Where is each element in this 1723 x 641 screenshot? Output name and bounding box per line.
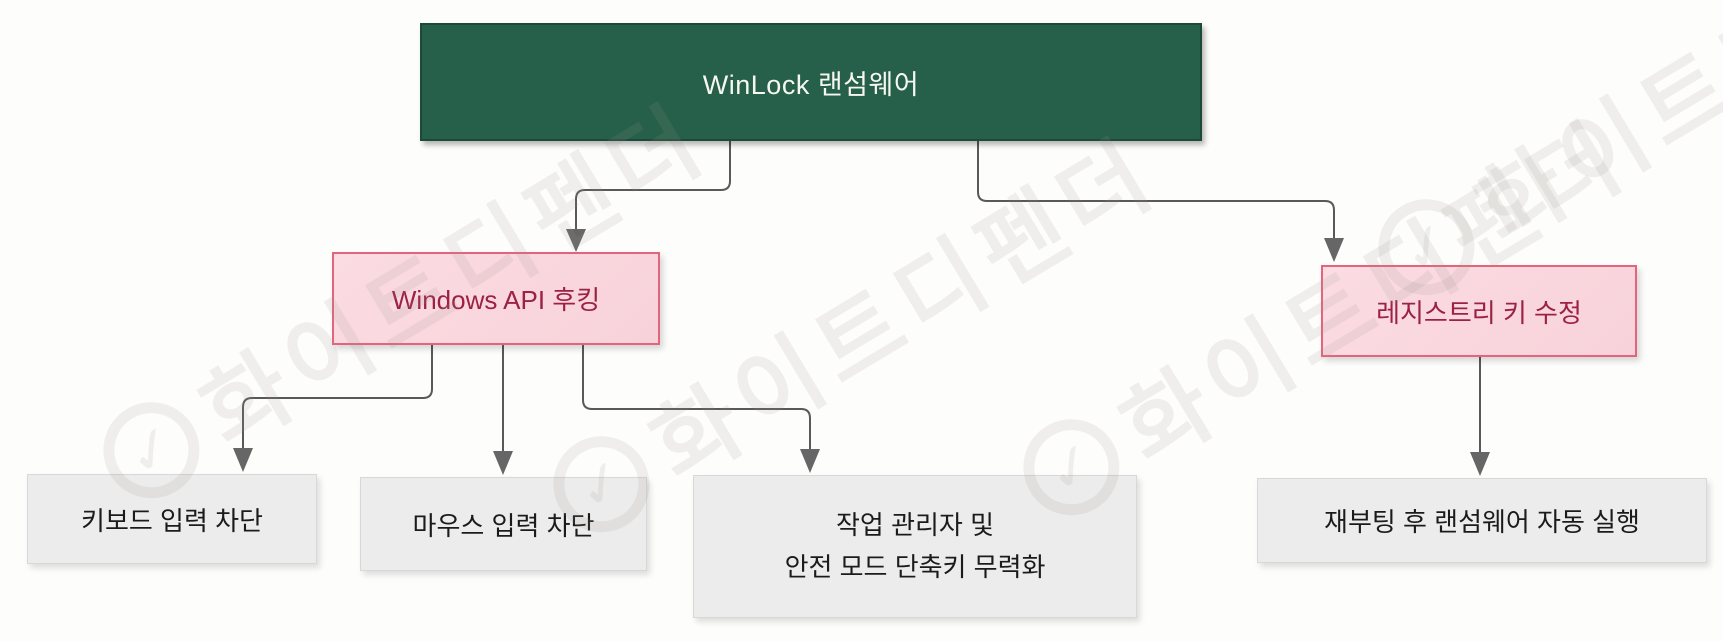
arrowhead-mouse [493, 451, 513, 475]
node-windows-api-hooking: Windows API 후킹 [332, 252, 660, 345]
node-windows-api-hooking-label: Windows API 후킹 [391, 285, 601, 315]
arrowhead-taskmgr [800, 449, 820, 473]
arrowhead-api-hooking [566, 229, 586, 252]
arrowhead-reboot [1470, 452, 1490, 476]
node-mouse-input-block: 마우스 입력 차단 [360, 477, 647, 571]
node-keyboard-input-block: 키보드 입력 차단 [27, 474, 317, 564]
arrowhead-registry [1324, 238, 1344, 262]
node-taskmgr-safemode-disable: 작업 관리자 및 안전 모드 단축키 무력화 [693, 475, 1137, 618]
node-keyboard-input-block-label: 키보드 입력 차단 [81, 505, 263, 536]
node-taskmgr-safemode-disable-line1: 작업 관리자 및 [836, 509, 994, 540]
arrowhead-keyboard [233, 448, 253, 472]
node-taskmgr-safemode-disable-line2: 안전 모드 단축키 무력화 [784, 551, 1046, 582]
node-registry-key-modification: 레지스트리 키 수정 [1321, 265, 1637, 357]
edge-api-to-taskmgr [582, 344, 811, 452]
node-mouse-input-block-label: 마우스 입력 차단 [412, 510, 595, 541]
node-reboot-autorun-label: 재부팅 후 랜섬웨어 자동 실행 [1324, 507, 1640, 537]
edge-root-to-registry [977, 140, 1335, 241]
edge-root-to-api-hooking [575, 140, 731, 232]
edge-api-to-keyboard [242, 344, 433, 451]
node-reboot-autorun: 재부팅 후 랜섬웨어 자동 실행 [1257, 478, 1707, 563]
node-winlock-ransomware: WinLock 랜섬웨어 [420, 23, 1202, 141]
node-winlock-ransomware-label: WinLock 랜섬웨어 [702, 69, 920, 100]
node-registry-key-modification-label: 레지스트리 키 수정 [1376, 297, 1582, 328]
